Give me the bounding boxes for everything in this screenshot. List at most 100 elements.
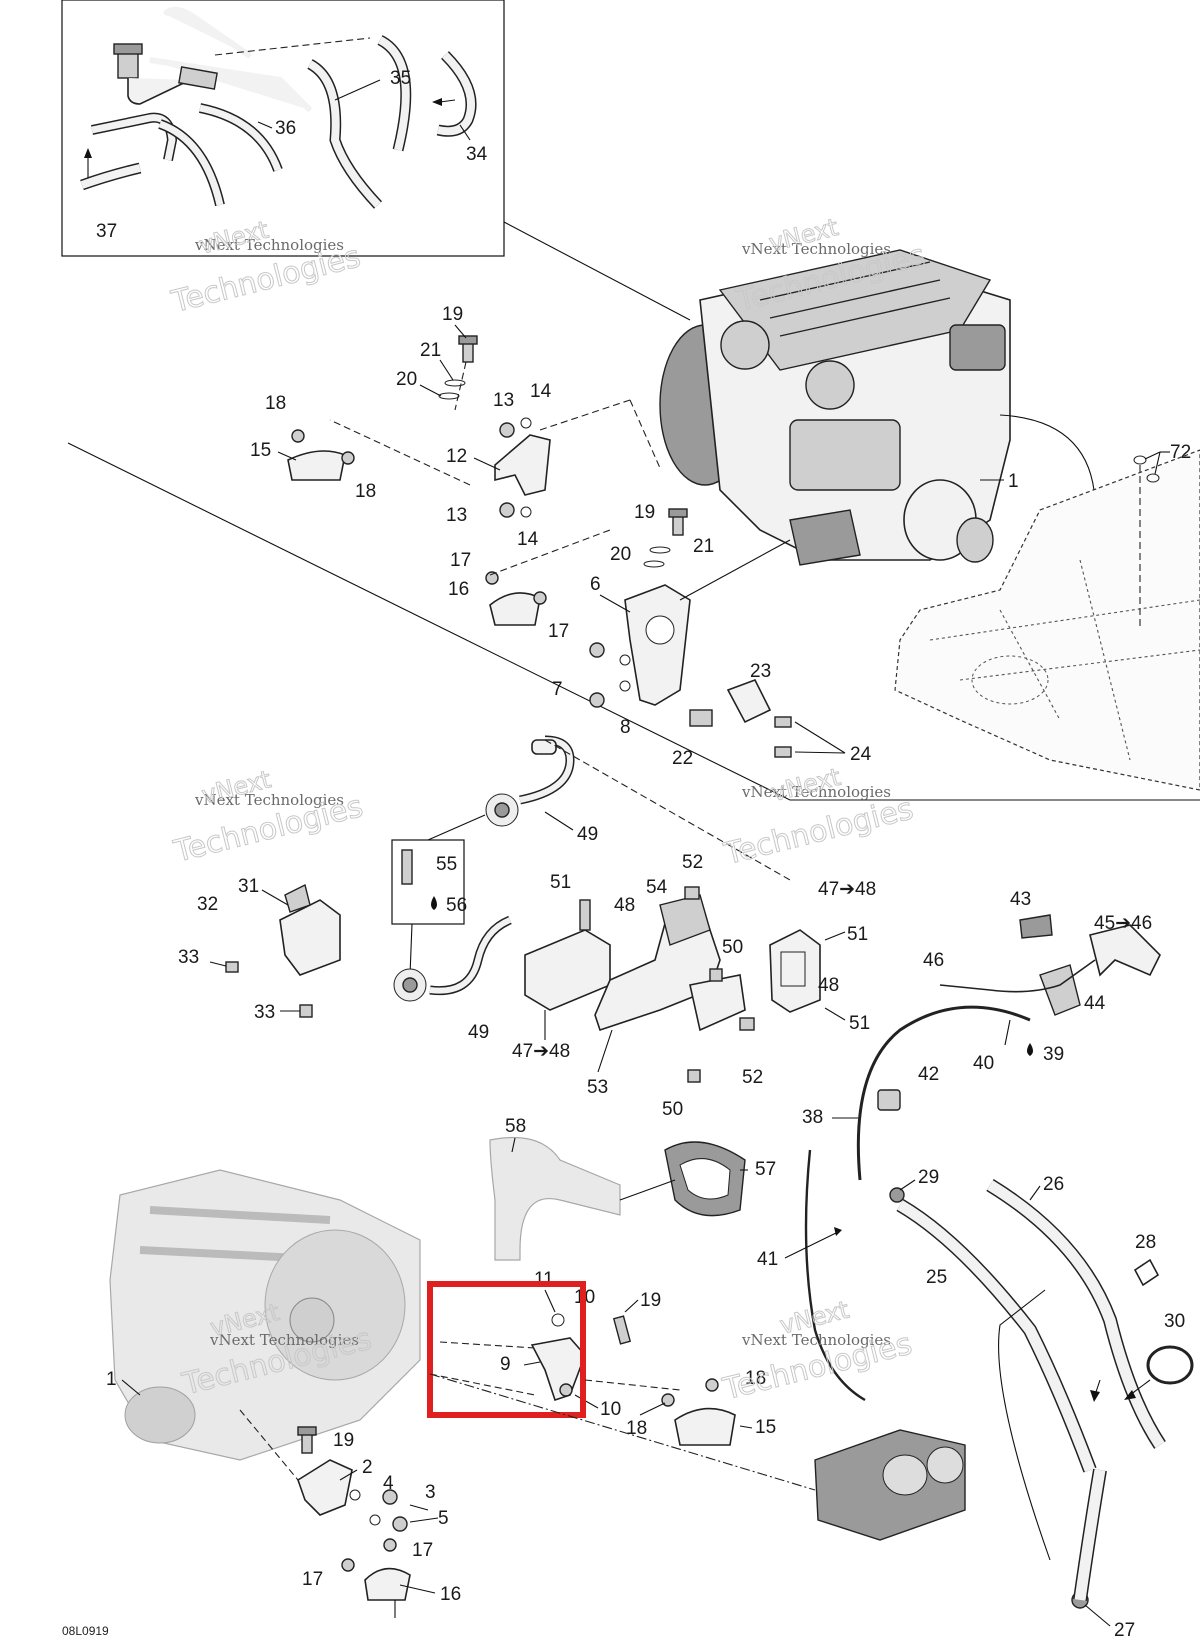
callout-48-a: 48 <box>614 895 635 916</box>
bracket-2 <box>297 1459 353 1516</box>
callout-1-bottom: 1 <box>106 1369 117 1390</box>
crankshaft-end <box>956 517 994 563</box>
intake-duct-58 <box>489 1136 621 1261</box>
callout-17-a: 17 <box>450 550 471 571</box>
engine-arrow <box>999 414 1096 501</box>
diagram-code: 08L0919 <box>62 1624 109 1638</box>
housing-44 <box>1039 964 1081 1016</box>
callout-53: 53 <box>587 1077 608 1098</box>
coolant-hoses: 29 26 25 28 30 27 <box>889 1167 1194 1641</box>
callout-51-a: 51 <box>550 872 571 893</box>
callout-36: 36 <box>275 118 296 139</box>
callout-43: 43 <box>1010 889 1031 910</box>
callout-17-d: 17 <box>412 1540 433 1561</box>
clamp-29 <box>889 1187 905 1203</box>
inset-connector <box>503 221 691 321</box>
hose-fitting <box>178 66 218 90</box>
callout-14-b: 14 <box>517 529 539 550</box>
rubber-mount-16-b <box>364 1567 411 1601</box>
plate-23 <box>726 679 772 724</box>
callout-25: 25 <box>926 1267 947 1288</box>
callout-26: 26 <box>1043 1174 1064 1195</box>
callout-72: 72 <box>1170 442 1191 463</box>
rubber-mount-15 <box>287 450 346 481</box>
bolt-19-a <box>462 341 474 363</box>
hose-36 <box>198 103 283 172</box>
callout-6: 6 <box>590 574 601 595</box>
callout-5: 5 <box>438 1508 449 1529</box>
callout-34: 34 <box>466 144 488 165</box>
callout-32: 32 <box>197 894 218 915</box>
watermark-outline-4b: Technologies <box>720 791 916 872</box>
callout-37: 37 <box>96 221 117 242</box>
valve-cap <box>113 43 143 55</box>
grease-drop-icon <box>431 896 437 910</box>
watermark-1: vNext Technologies <box>194 236 344 254</box>
bolt-19-d <box>612 1315 632 1345</box>
callout-30: 30 <box>1164 1311 1185 1332</box>
callout-10: 10 <box>600 1399 621 1420</box>
highlight-box <box>427 1281 586 1418</box>
gasket-28 <box>1133 1258 1160 1287</box>
section-divider <box>67 442 791 801</box>
callout-29: 29 <box>918 1167 939 1188</box>
callout-16-a: 16 <box>448 579 469 600</box>
washer-11 <box>551 1313 565 1327</box>
callout-38: 38 <box>802 1107 823 1128</box>
callout-16-b: 16 <box>440 1584 461 1605</box>
chassis-frame: 72 <box>894 442 1200 791</box>
rubber-mount-15-b <box>674 1407 736 1446</box>
callout-27: 27 <box>1114 1620 1135 1641</box>
choke-cable-41 <box>804 1149 866 1402</box>
callout-17-c: 17 <box>302 1569 323 1590</box>
callout-46: 46 <box>923 950 944 971</box>
rubber-mount-16-a <box>489 592 541 626</box>
callout-21-b: 21 <box>693 536 714 557</box>
callout-13-a: 13 <box>493 390 514 411</box>
throttle-cable-38 <box>856 1005 1031 1181</box>
callout-12: 12 <box>446 446 467 467</box>
callout-51-b: 51 <box>847 924 868 945</box>
callout-49-a: 49 <box>577 824 598 845</box>
engine-mounts-lower: 19 2 4 3 5 17 17 16 <box>239 1409 461 1618</box>
callout-15-a: 15 <box>250 440 271 461</box>
intake-section: 58 57 <box>489 1116 776 1261</box>
throttle-section: 45➔46 43 44 46 42 38 40 39 41 <box>757 889 1161 1402</box>
bracket-9 <box>530 1337 586 1402</box>
vacuum-valve <box>117 51 139 79</box>
callout-2: 2 <box>362 1457 373 1478</box>
exhaust-port-left <box>720 320 770 370</box>
watermark-4: vNext Technologies <box>741 783 891 801</box>
callout-8: 8 <box>620 717 631 738</box>
callout-24: 24 <box>850 744 872 765</box>
callout-47-48-a: 47➔48 <box>512 1041 570 1062</box>
callout-51-c: 51 <box>849 1013 870 1034</box>
callout-45-46: 45➔46 <box>1094 913 1152 934</box>
throttle-lever <box>1089 924 1161 977</box>
callout-1-top: 1 <box>1008 471 1019 492</box>
callout-41: 41 <box>757 1249 778 1270</box>
ignition-module-48 <box>769 929 821 1013</box>
bracket-6 <box>624 584 691 706</box>
switch-43 <box>1019 914 1053 939</box>
callout-13-b: 13 <box>446 505 467 526</box>
callout-9: 9 <box>500 1354 511 1375</box>
callout-44: 44 <box>1084 993 1106 1014</box>
callout-23: 23 <box>750 661 771 682</box>
callout-21-a: 21 <box>420 340 441 361</box>
callout-18-b: 18 <box>355 481 376 502</box>
ignition-coil <box>524 929 611 1011</box>
throttle-body <box>429 1373 966 1541</box>
inset-frame <box>61 0 505 257</box>
bracket-31 <box>279 899 341 976</box>
callout-55: 55 <box>436 854 457 875</box>
callout-18-a: 18 <box>265 393 286 414</box>
boot-42 <box>877 1089 901 1111</box>
callout-33-b: 33 <box>254 1002 275 1023</box>
pad-22 <box>689 709 713 727</box>
watermark-2: vNext Technologies <box>741 240 891 258</box>
callout-15-b: 15 <box>755 1417 776 1438</box>
callout-52-b: 52 <box>742 1067 763 1088</box>
